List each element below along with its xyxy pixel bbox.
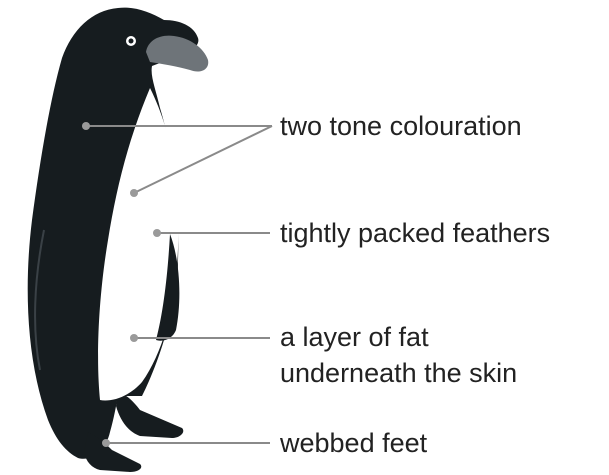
penguin-back-foot: [116, 392, 183, 438]
label-tightly-packed-feathers: tightly packed feathers: [280, 218, 550, 248]
label-webbed-feet: webbed feet: [279, 428, 428, 458]
penguin-beak: [146, 36, 208, 72]
dot-feet: [102, 439, 110, 447]
dot-feathers: [153, 229, 161, 237]
dot-two-tone-lower: [130, 189, 138, 197]
penguin-pupil: [129, 39, 134, 44]
dot-fat: [130, 334, 138, 342]
label-layer-of-fat-line1: a layer of fat: [280, 322, 429, 352]
label-layer-of-fat-line2: underneath the skin: [280, 358, 517, 388]
penguin-front-foot: [84, 432, 141, 472]
dot-two-tone-upper: [82, 122, 90, 130]
label-two-tone-colouration: two tone colouration: [280, 111, 522, 141]
